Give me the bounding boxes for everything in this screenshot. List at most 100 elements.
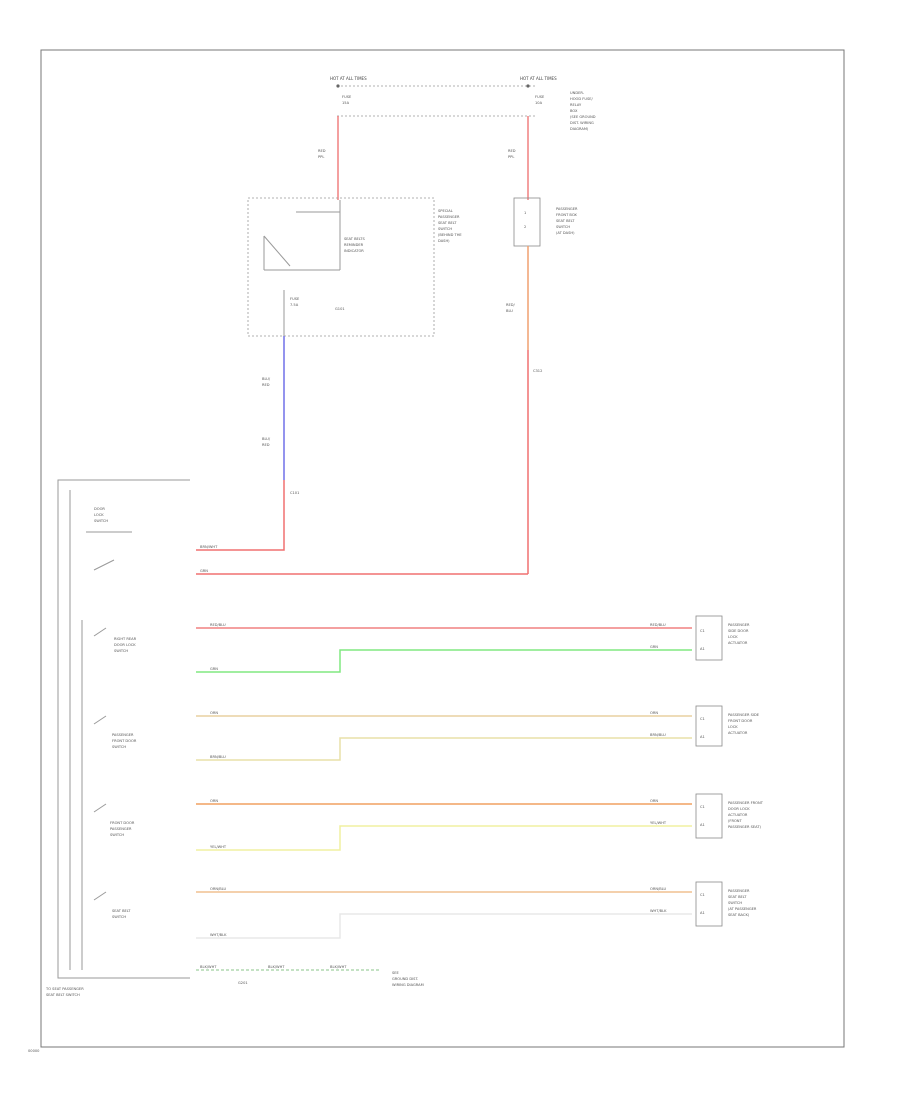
svg-text:BLU: BLU [506, 309, 513, 313]
svg-text:DOOR LOCK: DOOR LOCK [114, 643, 136, 647]
underhood-box-label: UNDER- HOOD FUSE/ RELAY BOX (SEE GROUND … [570, 91, 596, 131]
svg-text:PASSENGER: PASSENGER [110, 827, 132, 831]
svg-text:RED/: RED/ [506, 303, 516, 307]
svg-text:C101: C101 [290, 491, 299, 495]
fuse-top-right-label: HOT AT ALL TIMES [520, 76, 557, 81]
svg-text:BLU/: BLU/ [262, 437, 271, 441]
svg-text:PASSENGER: PASSENGER [438, 215, 460, 219]
svg-text:BLU/: BLU/ [262, 377, 271, 381]
svg-text:SEAT BELT: SEAT BELT [438, 221, 457, 225]
svg-text:C312: C312 [533, 369, 542, 373]
svg-text:UNDER-: UNDER- [570, 91, 585, 95]
svg-text:A1: A1 [700, 647, 705, 651]
svg-text:C1: C1 [700, 893, 705, 897]
fuse-top-left-line2: 15A [342, 101, 350, 105]
svg-text:BLK/WHT: BLK/WHT [268, 965, 285, 969]
svg-text:GRN: GRN [200, 569, 208, 573]
svg-text:TO SEAT PASSENGER: TO SEAT PASSENGER [45, 987, 84, 991]
svg-text:BLK/WHT: BLK/WHT [330, 965, 347, 969]
section-1-wires: RED/BLU GRN RIGHT REAR DOOR LOCK SWITCH … [114, 623, 692, 673]
svg-text:ORN: ORN [650, 711, 658, 715]
svg-text:(BEHIND THE: (BEHIND THE [438, 233, 462, 237]
svg-text:YEL/WHT: YEL/WHT [650, 821, 667, 825]
svg-text:RED: RED [318, 149, 326, 153]
svg-text:PASSENGER FRONT: PASSENGER FRONT [728, 801, 764, 805]
svg-text:RELAY: RELAY [570, 103, 582, 107]
ground-row: BLK/WHT BLK/WHT BLK/WHT G201 SEE GROUND … [196, 965, 424, 987]
svg-text:SWITCH: SWITCH [728, 901, 742, 905]
right-unit-2: C1 A1 PASSENGER SIDE FRONT DOOR LOCK ACT… [695, 705, 760, 747]
svg-text:SEAT BACK): SEAT BACK) [728, 913, 750, 917]
svg-text:DOOR LOCK: DOOR LOCK [728, 807, 750, 811]
section-4-wires: ORN/BLU WHT/BLK SEAT BELT SWITCH ORN/BLU… [112, 887, 692, 939]
diagram-frame [40, 49, 845, 1048]
svg-text:ORN: ORN [210, 799, 218, 803]
svg-text:FRONT DOOR: FRONT DOOR [110, 821, 135, 825]
svg-text:DOOR: DOOR [94, 507, 105, 511]
svg-text:00000: 00000 [28, 1049, 40, 1053]
svg-text:GRN: GRN [650, 645, 658, 649]
svg-text:PASSENGER: PASSENGER [556, 207, 578, 211]
relay-module: SEAT BELTS REMINDER INDICATOR G101 FUSE … [247, 197, 462, 337]
svg-text:DASH): DASH) [438, 239, 450, 243]
svg-text:BRN/BLU: BRN/BLU [650, 733, 666, 737]
svg-text:SWITCH: SWITCH [94, 519, 108, 523]
section-2-wires: ORN BRN/BLU PASSENGER FRONT DOOR SWITCH … [112, 711, 692, 761]
svg-text:PPL: PPL [508, 155, 514, 159]
svg-text:C1: C1 [700, 629, 705, 633]
svg-text:SIDE DOOR: SIDE DOOR [728, 629, 749, 633]
svg-text:(AT PASSENGER: (AT PASSENGER [728, 907, 757, 911]
svg-text:WHT/BLK: WHT/BLK [650, 909, 667, 913]
wire-orange-down: RED/ BLU [506, 246, 529, 574]
svg-text:WHT/BLK: WHT/BLK [210, 933, 227, 937]
svg-text:PASSENGER: PASSENGER [112, 733, 134, 737]
svg-text:GROUND DIST.: GROUND DIST. [392, 977, 418, 981]
svg-text:(SEE GROUND: (SEE GROUND [570, 115, 596, 119]
svg-text:G101: G101 [335, 307, 345, 311]
svg-text:FRONT DOOR: FRONT DOOR [728, 719, 753, 723]
svg-text:PASSENGER SIDE: PASSENGER SIDE [728, 713, 760, 717]
svg-text:G201: G201 [238, 981, 248, 985]
svg-text:RED/BLU: RED/BLU [210, 623, 226, 627]
svg-text:SWITCH: SWITCH [112, 745, 126, 749]
svg-text:RIGHT REAR: RIGHT REAR [114, 637, 137, 641]
svg-text:HOOD FUSE/: HOOD FUSE/ [570, 97, 594, 101]
svg-text:BRN/BLU: BRN/BLU [210, 755, 226, 759]
svg-text:A1: A1 [700, 735, 705, 739]
svg-text:SEAT BELT: SEAT BELT [728, 895, 747, 899]
svg-text:SWITCH: SWITCH [438, 227, 452, 231]
svg-text:LOCK: LOCK [728, 725, 738, 729]
svg-text:PPL: PPL [318, 155, 324, 159]
svg-text:SEAT BELTS: SEAT BELTS [344, 237, 366, 241]
svg-text:(AT DASH): (AT DASH) [556, 231, 575, 235]
svg-text:RED: RED [508, 149, 516, 153]
svg-text:WIRING DIAGRAM: WIRING DIAGRAM [392, 983, 424, 987]
svg-text:ACTUATOR: ACTUATOR [728, 641, 748, 645]
right-unit-1: C1 A1 PASSENGER SIDE DOOR LOCK ACTUATOR [695, 615, 750, 661]
svg-text:SEAT BELT SWITCH: SEAT BELT SWITCH [46, 993, 80, 997]
fuse-top-left-label: HOT AT ALL TIMES [330, 76, 367, 81]
svg-text:SWITCH: SWITCH [110, 833, 124, 837]
svg-text:REMINDER: REMINDER [344, 243, 364, 247]
svg-text:SWITCH: SWITCH [556, 225, 570, 229]
svg-text:RED/BLU: RED/BLU [650, 623, 666, 627]
svg-text:LOCK: LOCK [94, 513, 104, 517]
svg-text:7.5A: 7.5A [290, 303, 299, 307]
svg-text:RED: RED [262, 443, 270, 447]
svg-text:A1: A1 [700, 911, 705, 915]
svg-text:SPECIAL: SPECIAL [438, 209, 453, 213]
right-unit-3: C1 A1 PASSENGER FRONT DOOR LOCK ACTUATOR… [695, 793, 764, 839]
svg-text:BOX: BOX [570, 109, 578, 113]
switch-unit-frame: DOOR LOCK SWITCH TO SEAT PASSENGER SEAT … [28, 479, 190, 1053]
svg-text:GRN: GRN [210, 667, 218, 671]
svg-text:DIST. WIRING: DIST. WIRING [570, 121, 594, 125]
svg-text:BLK/WHT: BLK/WHT [200, 965, 217, 969]
svg-text:C1: C1 [700, 805, 705, 809]
svg-text:ORN/BLU: ORN/BLU [650, 887, 667, 891]
fuse-row-top: HOT AT ALL TIMES FUSE 15A HOT AT ALL TIM… [330, 76, 596, 131]
svg-text:SWITCH: SWITCH [114, 649, 128, 653]
fuse-top-right-line1: FUSE [535, 95, 545, 99]
fuse-top-left-line1: FUSE [342, 95, 352, 99]
svg-text:ACTUATOR: ACTUATOR [728, 731, 748, 735]
svg-text:FUSE: FUSE [290, 297, 300, 301]
